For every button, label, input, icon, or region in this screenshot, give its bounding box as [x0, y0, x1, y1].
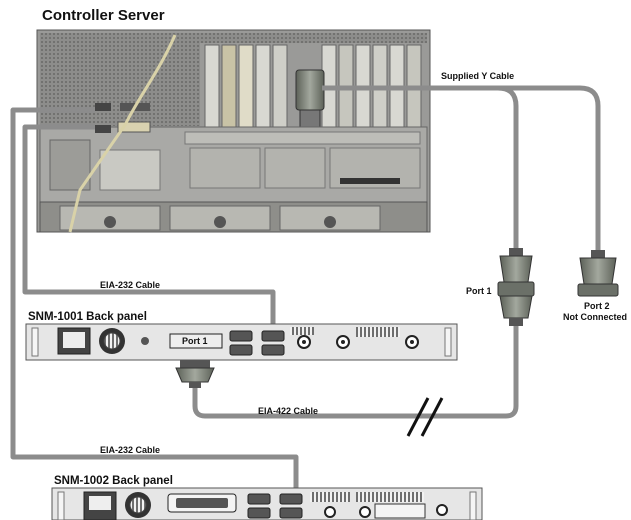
snm1002-eia232-port [280, 494, 302, 504]
server-serial-port-a [95, 103, 111, 111]
snm1001-eia422-connector [176, 360, 214, 388]
port2-status-label: Not Connected [563, 312, 627, 322]
snm1001-title: SNM-1001 Back panel [28, 311, 147, 323]
eia232-cable-label-top: EIA-232 Cable [100, 280, 160, 290]
snm1001-eia232-port [262, 331, 284, 341]
server-serial-port-b [95, 125, 111, 133]
port1-label: Port 1 [466, 286, 492, 296]
page-title: Controller Server [42, 7, 165, 24]
server-serial-connector [296, 70, 324, 110]
port2-connector [578, 250, 618, 296]
snm1001-port1-label: Port 1 [182, 336, 208, 346]
y-cable-branch [498, 88, 598, 252]
snm1001-back-panel: Port 1 [26, 324, 457, 360]
y-cable-label: Supplied Y Cable [441, 71, 514, 81]
snm1002-title: SNM-1002 Back panel [54, 475, 173, 487]
eia232-cable-label-bottom: EIA-232 Cable [100, 445, 160, 455]
controller-server [37, 30, 430, 232]
port2-label: Port 2 [584, 301, 610, 311]
eia422-cable-label: EIA-422 Cable [258, 406, 318, 416]
snm1002-back-panel [52, 488, 482, 520]
port1-connector [498, 248, 534, 326]
